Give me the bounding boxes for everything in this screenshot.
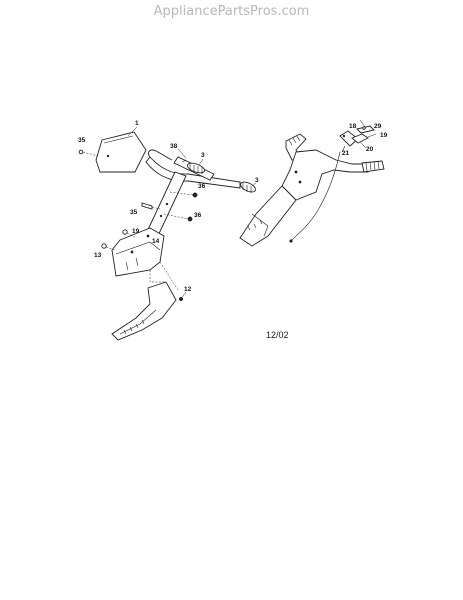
bracket-14 <box>111 227 165 277</box>
callout-19-right: 19 <box>380 132 388 139</box>
callout-3-lower: 3 <box>255 177 259 184</box>
date-code: 12/02 <box>266 330 289 340</box>
spring-3-lower <box>240 181 256 193</box>
control-lever <box>339 125 375 153</box>
callout-29: 29 <box>374 123 382 130</box>
handlebar-right <box>239 133 385 247</box>
callout-18: 18 <box>349 123 357 130</box>
handlebar-left <box>145 149 241 189</box>
callout-21: 21 <box>342 150 350 157</box>
support-arm-12 <box>111 281 177 341</box>
spring-3-upper <box>186 162 206 174</box>
bolt-35-middle <box>141 202 161 210</box>
callout-19-left: 19 <box>132 228 140 235</box>
control-cable <box>289 151 341 243</box>
shield-panel <box>95 131 147 173</box>
callout-35-middle: 35 <box>130 209 138 216</box>
nut-36-upper <box>192 192 198 198</box>
callout-20: 20 <box>366 146 374 153</box>
bolt-35-top <box>78 149 99 157</box>
callout-36-lower: 36 <box>194 212 202 219</box>
callout-38: 38 <box>170 143 178 150</box>
site-watermark: AppliancePartsPros.com <box>153 4 310 19</box>
nut-36-lower <box>187 216 193 222</box>
callout-14: 14 <box>152 238 160 245</box>
callout-13: 13 <box>94 252 102 259</box>
callout-36-upper: 36 <box>198 183 206 190</box>
callout-12: 12 <box>184 286 192 293</box>
bolt-12 <box>178 296 184 302</box>
bolt-13 <box>101 243 117 251</box>
washer-19-left <box>122 229 137 239</box>
callout-3-upper: 3 <box>201 152 205 159</box>
callout-1: 1 <box>135 120 139 127</box>
callout-35-top: 35 <box>78 137 86 144</box>
